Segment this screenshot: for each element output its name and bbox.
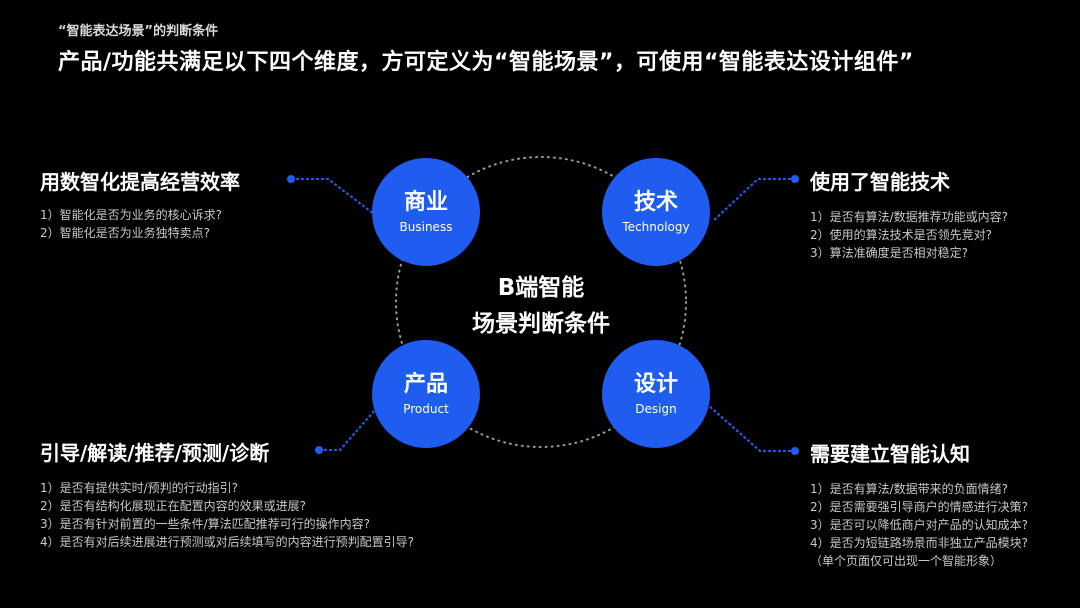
connector-dot-business [287,175,295,183]
design-list: 1）是否有算法/数据带来的负面情绪? 2）是否需要强引导商户的情感进行决策? 3… [810,480,1028,570]
outer-dotted-ring [395,156,687,448]
connector-product [318,408,377,452]
node-technology: 技术 Technology [602,158,710,266]
node-technology-label: 技术 [633,190,678,215]
design-heading: 需要建立智能认知 [810,442,970,466]
connector-business [290,177,376,216]
connector-dot-technology [791,175,799,183]
list-item: 4）是否为短链路场景而非独立产品模块? [810,536,1029,550]
connector-technology [710,177,797,224]
center-line-1: B端智能 [497,275,585,301]
slide-title: 产品/功能共满足以下四个维度，方可定义为“智能场景”，可使用“智能表达设计组件” [58,50,914,75]
technology-heading: 使用了智能技术 [810,170,950,194]
list-item: 2）是否需要强引导商户的情感进行决策? [810,500,1029,514]
node-business-label: 商业 [403,190,448,215]
business-heading: 用数智化提高经营效率 [40,170,240,194]
node-product-label: 产品 [403,372,448,397]
slide-subtitle: “智能表达场景”的判断条件 [58,24,219,39]
list-item: 3）是否可以降低商户对产品的认知成本? [810,518,1029,532]
node-business: 商业 Business [372,158,480,266]
connector-dot-product [315,446,323,454]
connector-dot-design [791,447,799,455]
list-item: 2）使用的算法技术是否领先竞对? [810,228,993,242]
business-list: 1）智能化是否为业务的核心诉求? 2）智能化是否为业务独特卖点? [40,206,222,242]
list-item: 3）是否有针对前置的一些条件/算法匹配推荐可行的操作内容? [40,517,371,531]
center-label: B端智能 场景判断条件 [441,270,641,342]
node-technology-en: Technology [622,220,690,234]
node-product: 产品 Product [372,340,480,448]
list-item: 1）是否有算法/数据推荐功能或内容? [810,210,1009,224]
list-item: 1）智能化是否为业务的核心诉求? [40,208,223,222]
list-item: 1）是否有提供实时/预判的行动指引? [40,481,239,495]
node-business-en: Business [399,220,453,234]
node-product-en: Product [403,402,449,416]
node-design-en: Design [635,402,677,416]
technology-list: 1）是否有算法/数据推荐功能或内容? 2）使用的算法技术是否领先竞对? 3）算法… [810,208,1008,262]
product-heading: 引导/解读/推荐/预测/诊断 [40,441,270,465]
list-item: 2）智能化是否为业务独特卖点? [40,226,211,240]
product-list: 1）是否有提供实时/预判的行动指引? 2）是否有结构化展现正在配置内容的效果或进… [40,479,414,551]
list-item: 3）算法准确度是否相对稳定? [810,246,969,260]
list-item: 4）是否有对后续进展进行预测或对后续填写的内容进行预判配置引导? [40,535,415,549]
list-item: 1）是否有算法/数据带来的负面情绪? [810,482,1009,496]
node-design: 设计 Design [602,340,710,448]
connector-design [706,403,797,453]
center-line-2: 场景判断条件 [472,311,610,337]
node-design-label: 设计 [633,372,678,397]
list-item: 2）是否有结构化展现正在配置内容的效果或进展? [40,499,307,513]
list-item-note: （单个页面仅可出现一个智能形象） [810,554,1003,568]
